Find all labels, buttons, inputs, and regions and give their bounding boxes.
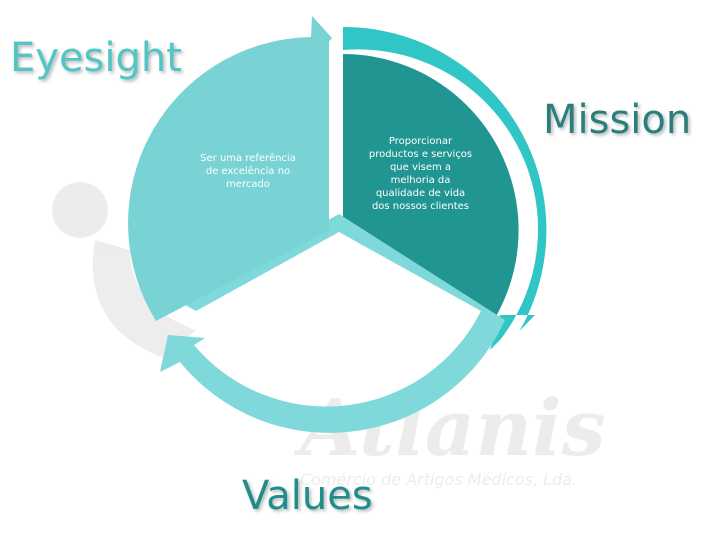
eyesight-text: Ser uma referência de excelência no merc… (200, 153, 296, 190)
mission-arrow (343, 26, 547, 351)
watermark-figure-body (92, 240, 195, 360)
watermark-logo: Atlanis Comércio de Artigos Médicos, Lda… (52, 182, 606, 489)
values-text: Qualidade, Responsabilidade Social, Tran… (259, 331, 405, 355)
values-label: Values (242, 473, 373, 519)
watermark-tagline: Comércio de Artigos Médicos, Lda. (300, 470, 577, 489)
eyesight-label: Eyesight (10, 35, 182, 81)
mission-label: Mission (543, 97, 692, 143)
eyesight-segment (128, 16, 332, 321)
mission-text: Proporcionar productos e serviços que vi… (368, 136, 473, 212)
watermark-figure-head (52, 182, 108, 238)
